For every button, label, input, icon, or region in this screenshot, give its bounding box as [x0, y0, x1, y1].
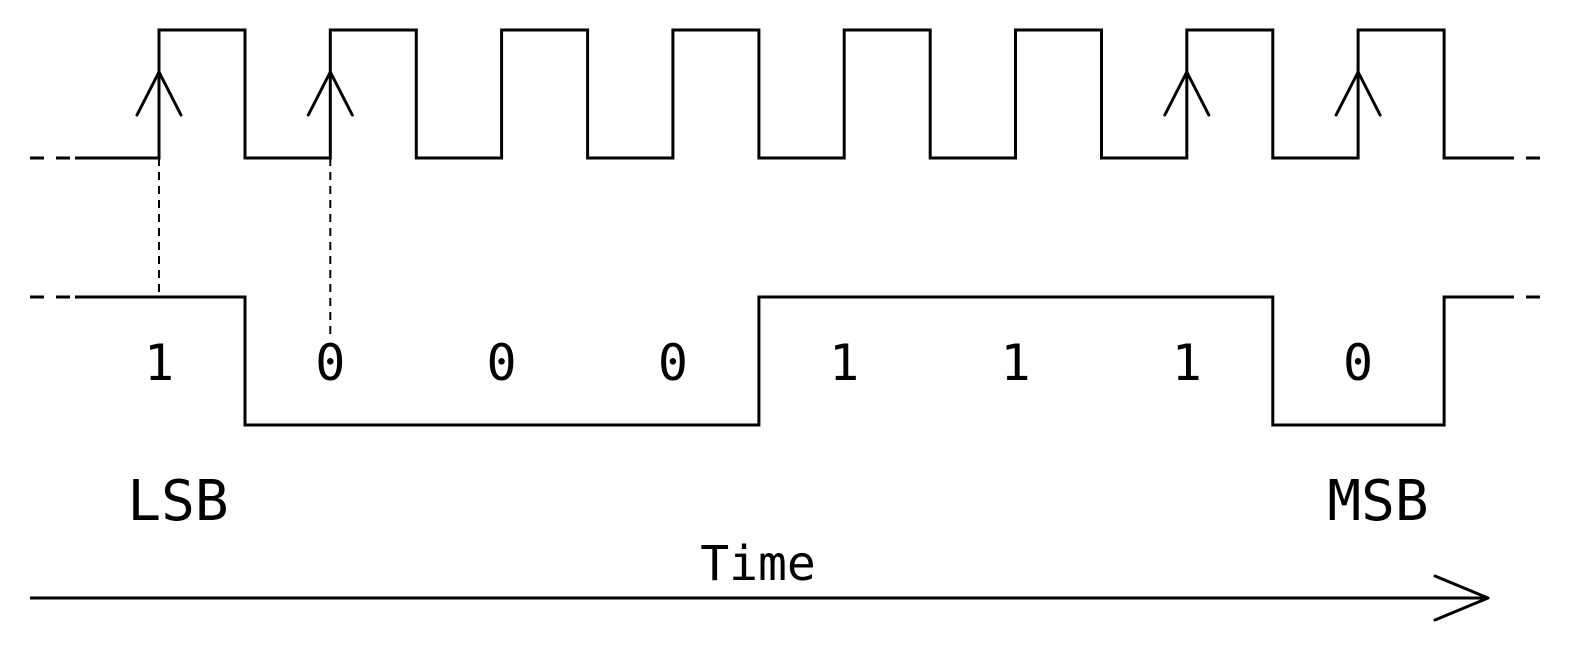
msb-label: MSB	[1327, 469, 1428, 534]
rising-edge-arrow-1	[306, 70, 354, 117]
bit-values: 1 0 0 0 1 1 1 0	[144, 334, 1373, 392]
bit-value-0: 1	[144, 334, 174, 392]
clock-waveform	[75, 28, 1500, 160]
rising-edge-arrow-7	[1334, 70, 1382, 117]
time-axis-arrowhead	[1433, 574, 1490, 622]
bit-value-3: 0	[658, 334, 688, 392]
bit-value-1: 0	[315, 334, 345, 392]
bit-value-7: 0	[1343, 334, 1373, 392]
bit-value-6: 1	[1172, 334, 1202, 392]
time-label: Time	[700, 536, 816, 592]
bit-value-5: 1	[1000, 334, 1030, 392]
rising-edge-arrow-6	[1163, 70, 1211, 117]
clock-signal	[30, 28, 1545, 335]
bit-value-4: 1	[829, 334, 859, 392]
bit-value-2: 0	[487, 334, 517, 392]
rising-edge-arrow-0	[135, 70, 183, 117]
sampling-edge-markers	[135, 70, 1382, 335]
data-signal: 1 0 0 0 1 1 1 0	[30, 295, 1545, 427]
time-axis-arrow	[30, 574, 1490, 622]
data-waveform	[75, 295, 1500, 427]
lsb-label: LSB	[127, 469, 228, 534]
